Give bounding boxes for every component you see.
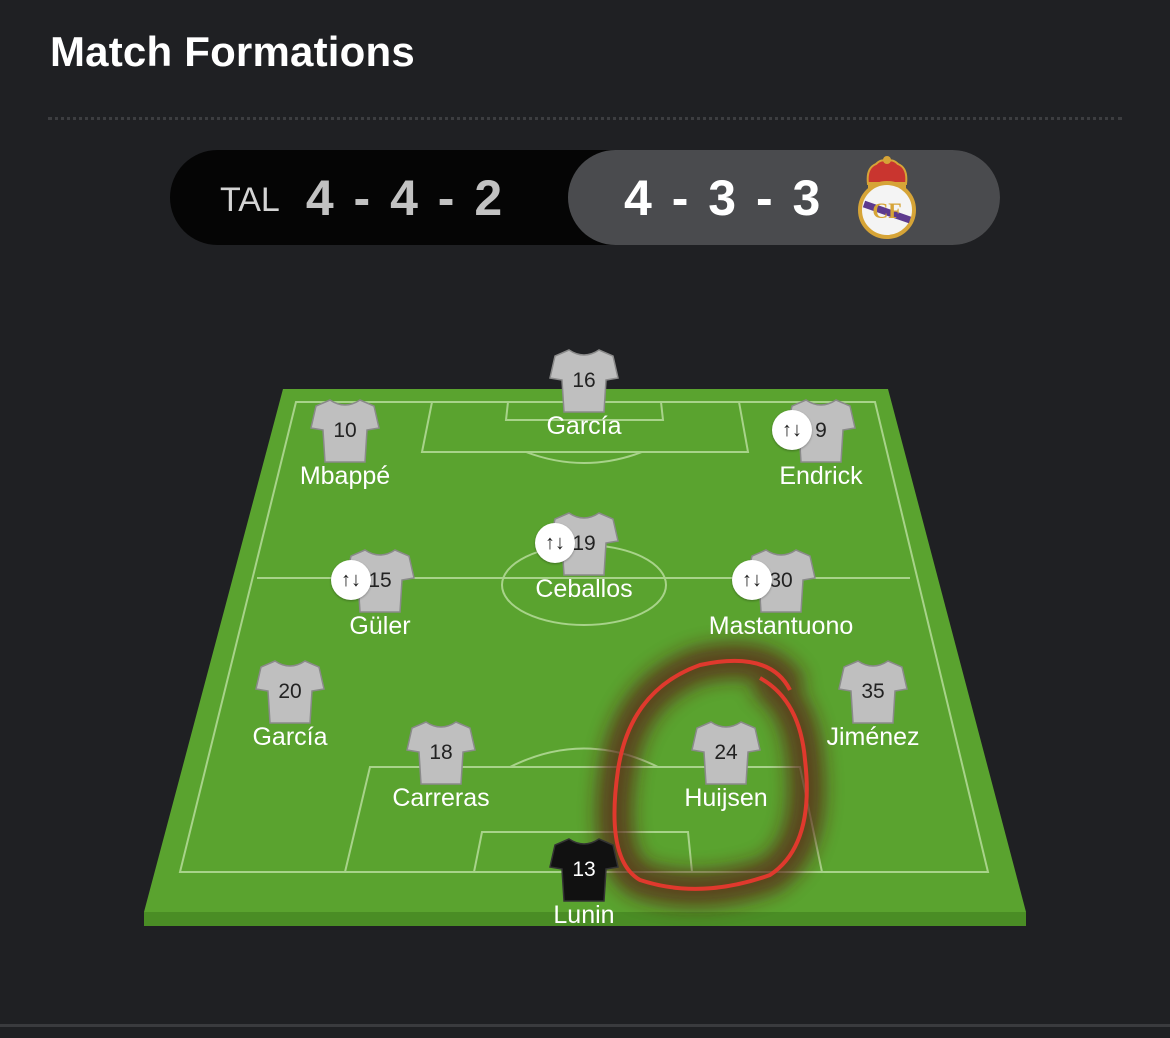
shirt-icon: 16: [549, 348, 619, 414]
substitution-arrows-icon: ↑↓: [732, 560, 772, 600]
shirt-number: 30: [769, 569, 793, 592]
player-name: Endrick: [779, 462, 863, 490]
home-team-abbr: TAL: [220, 181, 280, 219]
player-midfield-center[interactable]: 19 ↑↓ Ceballos: [494, 511, 674, 604]
player-name: Huijsen: [684, 784, 768, 812]
shirt-number: 18: [429, 741, 453, 764]
player-name: Ceballos: [535, 575, 633, 603]
player-name: Jiménez: [826, 723, 920, 751]
shirt-number: 13: [572, 858, 596, 881]
shirt-number: 10: [333, 419, 357, 442]
away-formation: 4 - 3 - 3: [624, 169, 822, 226]
player-defender-center-left[interactable]: 18 Carreras: [351, 720, 531, 813]
player-forward-center[interactable]: 16 García: [494, 348, 674, 441]
player-name: García: [546, 412, 622, 440]
shirt-number: 16: [572, 369, 596, 392]
real-madrid-crest-icon: CF: [858, 156, 916, 239]
shirt-icon: 30 ↑↓: [732, 548, 816, 614]
shirt-icon: 19 ↑↓: [535, 511, 619, 577]
shirt-number: 24: [714, 741, 738, 764]
player-name: Mbappé: [299, 462, 391, 490]
player-midfield-left[interactable]: 15 ↑↓ Güler: [290, 548, 470, 641]
bottom-divider: [0, 1024, 1170, 1027]
shirt-number: 35: [861, 680, 885, 703]
substitution-arrows-icon: ↑↓: [772, 410, 812, 450]
substitution-arrows-icon: ↑↓: [535, 523, 575, 563]
player-defender-left-back[interactable]: 20 García: [200, 659, 380, 752]
player-name: Carreras: [392, 784, 490, 812]
shirt-icon: 35: [838, 659, 908, 725]
player-forward-right[interactable]: 9 ↑↓ Endrick: [731, 398, 911, 491]
page-title: Match Formations: [50, 28, 415, 75]
header-divider: [48, 117, 1122, 120]
svg-text:CF: CF: [872, 198, 901, 223]
player-name: Lunin: [553, 901, 615, 929]
substitution-arrows-icon: ↑↓: [331, 560, 371, 600]
formation-toggle: TAL 4 - 4 - 2 4 - 3 - 3 CF: [170, 150, 1000, 245]
shirt-icon: 24: [691, 720, 761, 786]
shirt-number: 19: [572, 532, 596, 555]
player-defender-center-right[interactable]: 24 Huijsen: [636, 720, 816, 813]
shirt-icon: 15 ↑↓: [331, 548, 415, 614]
goalkeeper-shirt-icon: 13: [549, 837, 619, 903]
player-name: Mastantuono: [708, 612, 854, 640]
shirt-number: 20: [278, 680, 302, 703]
shirt-icon: 20: [255, 659, 325, 725]
shirt-icon: 9 ↑↓: [772, 398, 856, 464]
player-midfield-right[interactable]: 30 ↑↓ Mastantuono: [691, 548, 871, 641]
shirt-number: 9: [815, 419, 827, 442]
home-formation: 4 - 4 - 2: [305, 169, 504, 226]
player-forward-left[interactable]: 10 Mbappé: [255, 398, 435, 491]
player-goalkeeper[interactable]: 13 Lunin: [494, 837, 674, 930]
shirt-icon: 18: [406, 720, 476, 786]
home-formation-tab[interactable]: TAL 4 - 4 - 2: [220, 150, 503, 245]
annotation-circle: [596, 642, 825, 907]
player-name: García: [252, 723, 328, 751]
player-defender-right-back[interactable]: 35 Jiménez: [783, 659, 963, 752]
shirt-number: 15: [368, 569, 392, 592]
shirt-icon: 10: [310, 398, 380, 464]
player-name: Güler: [349, 612, 411, 640]
away-formation-tab[interactable]: 4 - 3 - 3 CF: [568, 150, 1000, 245]
